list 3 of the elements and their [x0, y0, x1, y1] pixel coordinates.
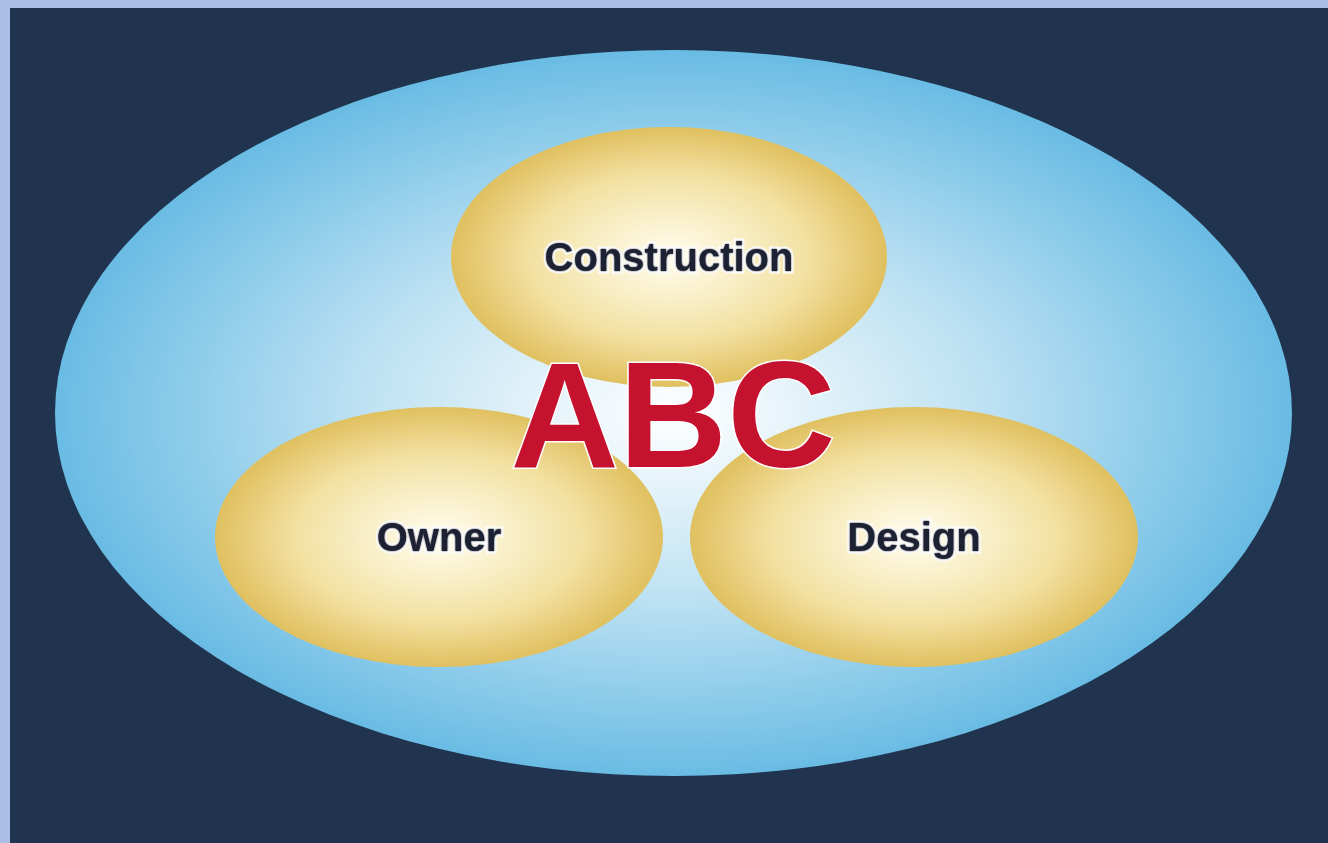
ellipse-label: Construction [544, 234, 794, 280]
ellipse-label: Owner [376, 514, 502, 560]
ellipse-label: Design [847, 514, 981, 560]
